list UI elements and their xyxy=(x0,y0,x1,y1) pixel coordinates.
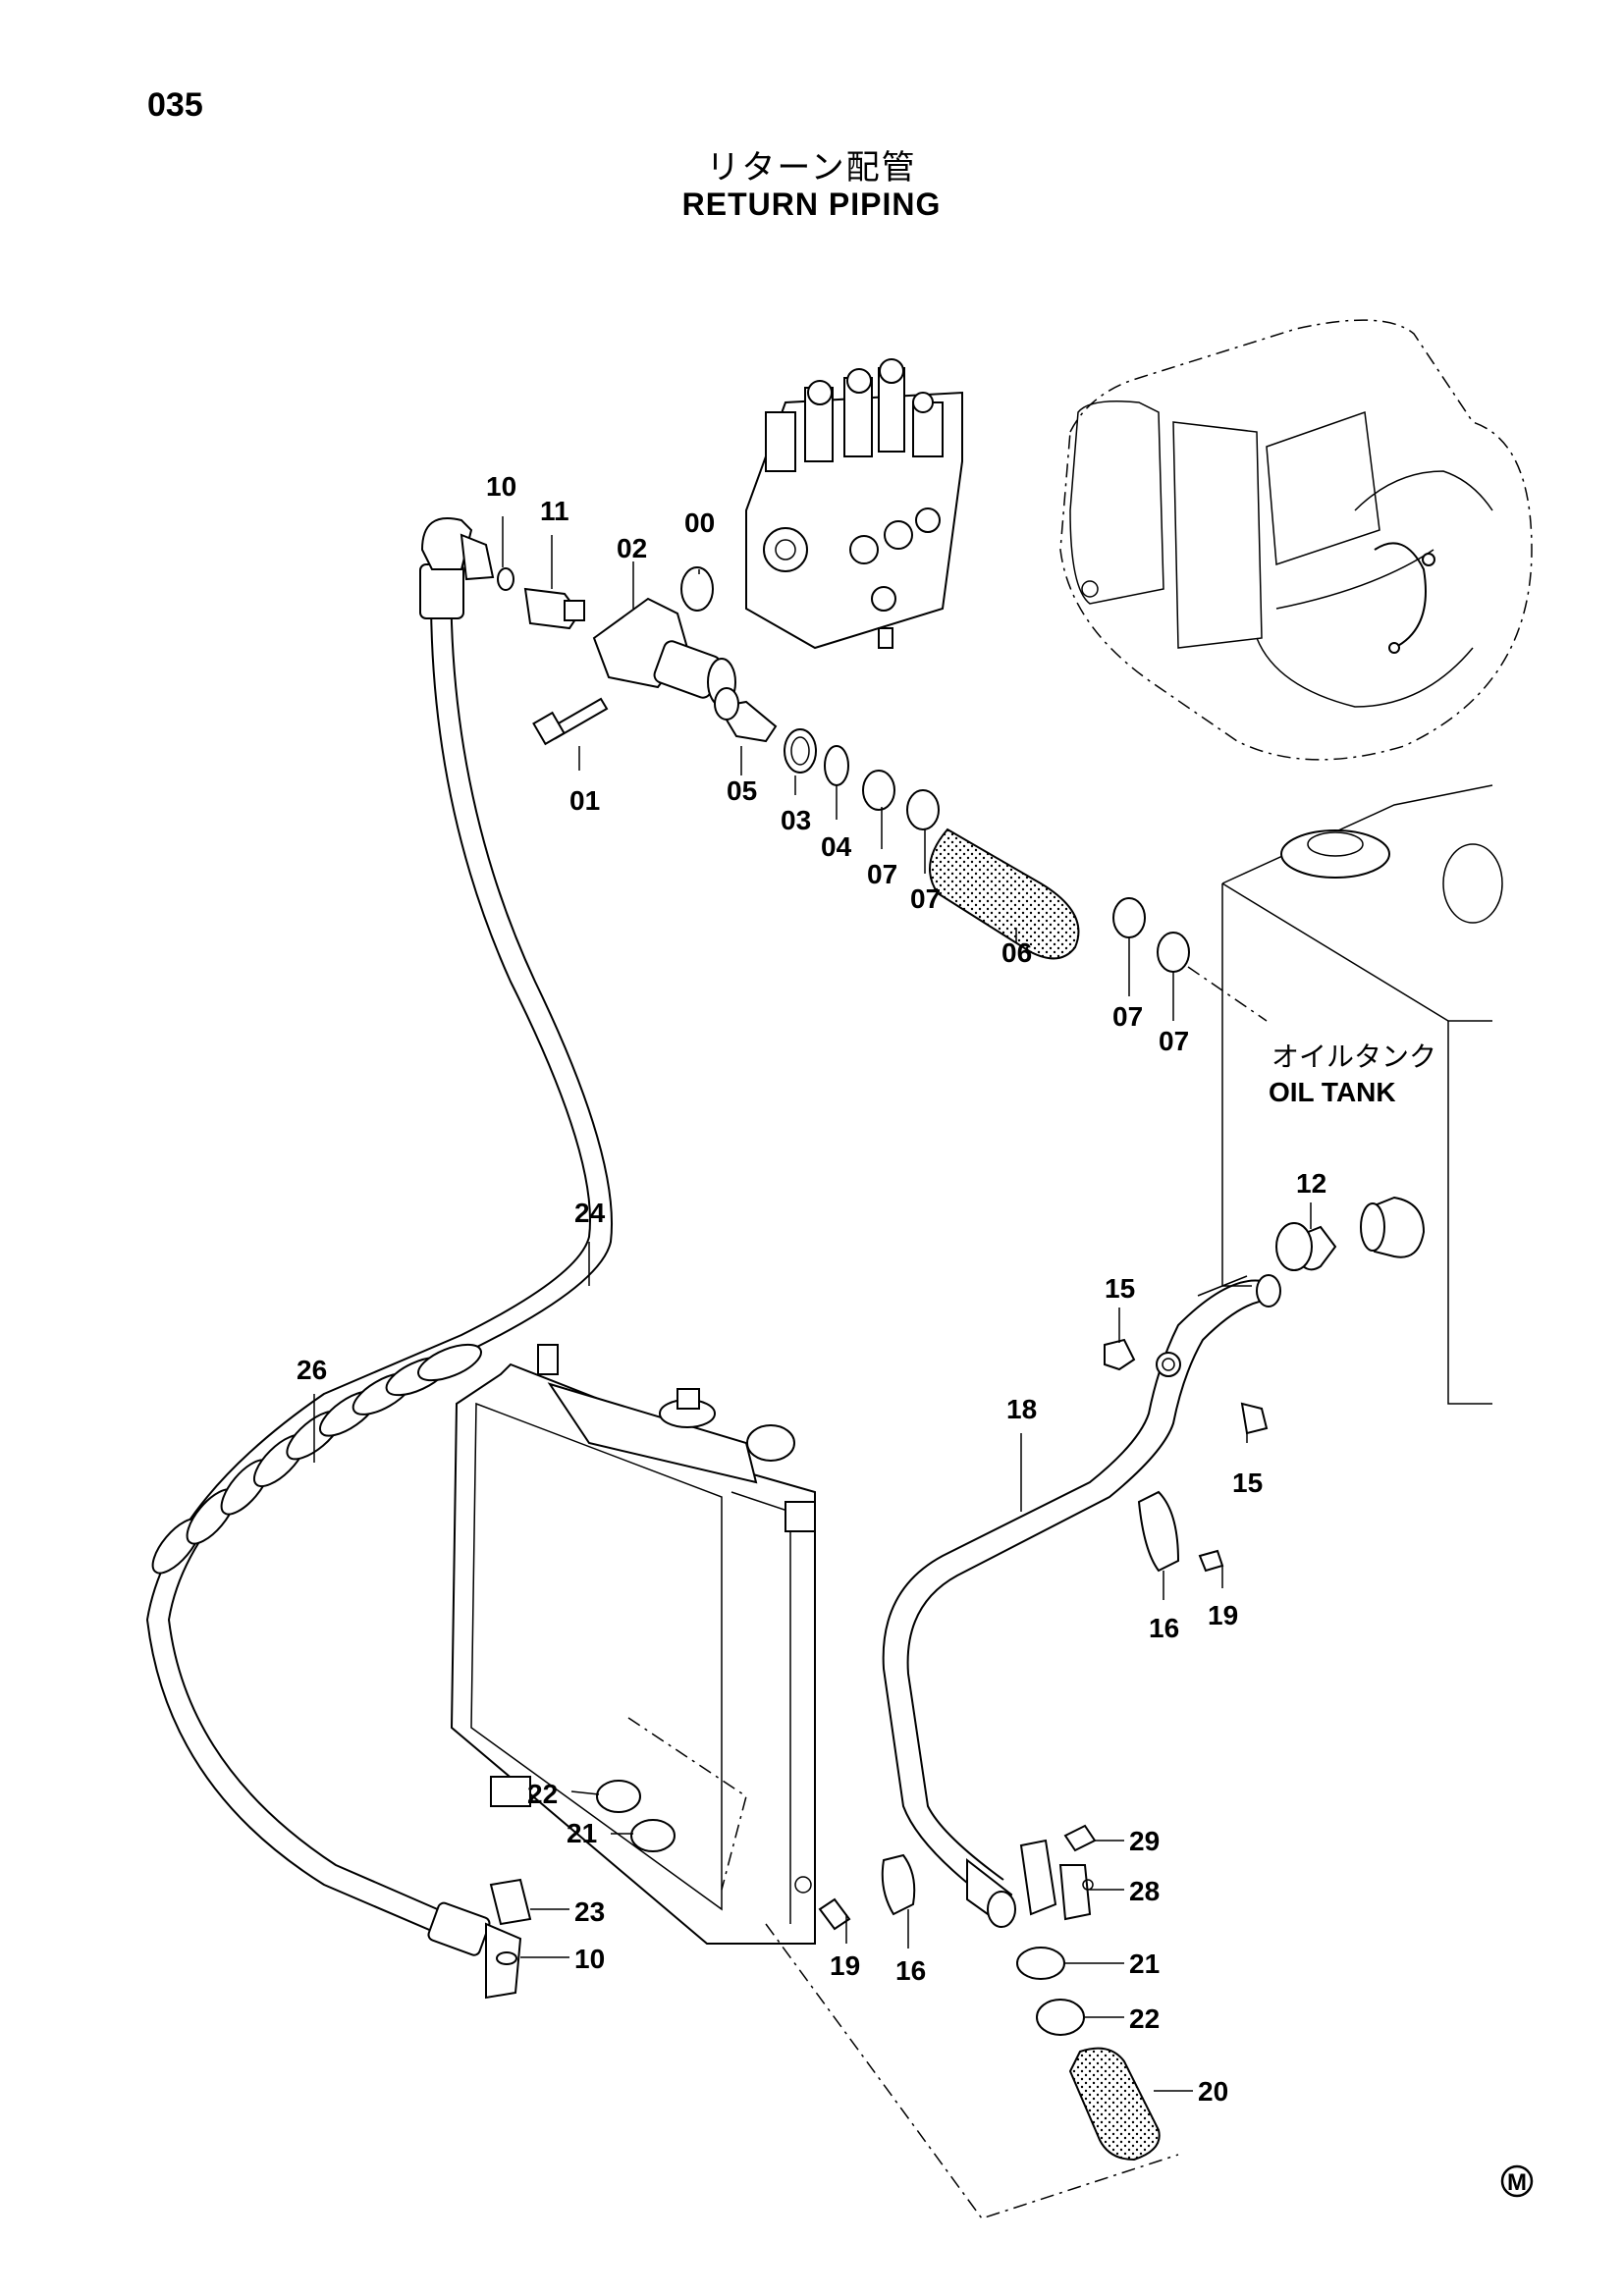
group-outline xyxy=(765,1923,1179,2219)
callout-07a: 07 xyxy=(867,859,897,889)
fitting-chain xyxy=(497,566,1190,973)
page-number: 035 xyxy=(147,86,203,124)
oil-tank-illustration xyxy=(1187,784,1503,1405)
callout-26: 26 xyxy=(297,1355,327,1385)
radiator-illustration xyxy=(450,1344,816,1945)
callout-15a: 15 xyxy=(1105,1273,1135,1304)
small-parts xyxy=(489,1338,1269,2162)
callout-02: 02 xyxy=(617,533,647,563)
oil-tank-label: オイルタンク OIL TANK xyxy=(1269,1041,1436,1107)
excavator-body-illustration xyxy=(1059,319,1533,761)
callout-24: 24 xyxy=(574,1198,606,1228)
callout-03: 03 xyxy=(781,805,811,835)
page-title-english: RETURN PIPING xyxy=(681,187,942,222)
control-valve-illustration xyxy=(745,358,963,650)
callout-19a: 19 xyxy=(1208,1600,1238,1630)
leader-lines xyxy=(313,516,1312,2092)
callout-21a: 21 xyxy=(567,1818,597,1848)
oil-tank-label-en: OIL TANK xyxy=(1269,1077,1396,1107)
return-hose xyxy=(145,517,614,2000)
callout-16b: 16 xyxy=(895,1955,926,1986)
callout-07b: 07 xyxy=(910,883,941,914)
callout-20: 20 xyxy=(1198,2076,1228,2107)
callout-05: 05 xyxy=(727,775,757,806)
callout-28: 28 xyxy=(1129,1876,1160,1906)
callout-12: 12 xyxy=(1296,1168,1326,1199)
callout-10b: 10 xyxy=(574,1944,605,1974)
page-title-japanese: リターン配管 xyxy=(706,148,917,187)
callout-21b: 21 xyxy=(1129,1949,1160,1979)
corner-mark: M xyxy=(1500,2164,1534,2198)
callout-01: 01 xyxy=(569,785,600,816)
callout-15b: 15 xyxy=(1232,1468,1263,1498)
oil-tank-label-jp: オイルタンク xyxy=(1271,1041,1436,1073)
callout-23: 23 xyxy=(574,1896,605,1927)
callout-16a: 16 xyxy=(1149,1613,1179,1643)
callout-10: 10 xyxy=(486,471,516,502)
callout-07c: 07 xyxy=(1112,1001,1143,1032)
callout-labels: 10 11 02 00 01 05 03 04 07 07 06 07 07 2… xyxy=(297,471,1326,2107)
callout-18: 18 xyxy=(1006,1394,1037,1424)
callout-07d: 07 xyxy=(1159,1026,1189,1056)
callout-29: 29 xyxy=(1129,1826,1160,1856)
callout-06: 06 xyxy=(1001,937,1032,968)
callout-00: 00 xyxy=(684,507,715,538)
callout-22a: 22 xyxy=(527,1779,558,1809)
return-pipe-18 xyxy=(882,1222,1337,1928)
callout-19b: 19 xyxy=(830,1950,860,1981)
corner-mark-letter: M xyxy=(1507,2169,1527,2196)
callout-22b: 22 xyxy=(1129,2003,1160,2034)
callout-04: 04 xyxy=(821,831,852,862)
callout-11: 11 xyxy=(540,496,569,526)
